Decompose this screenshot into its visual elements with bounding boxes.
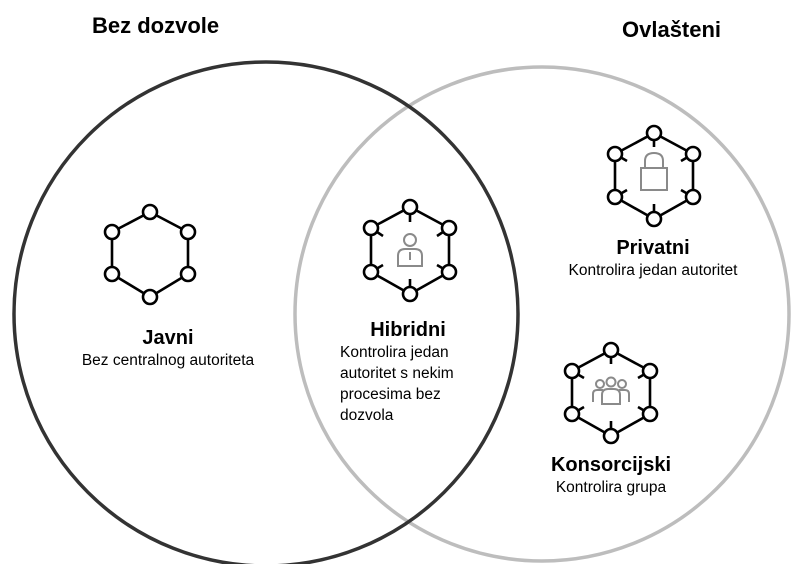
network-hexagon-icon: [103, 203, 197, 306]
hybrid-group: Hibridni Kontrolira jedan autoritet s ne…: [333, 318, 483, 426]
network-hexagon-lock-icon: [606, 124, 702, 228]
hybrid-description-line: autoritet s nekim: [340, 365, 454, 382]
private-group: Privatni Kontrolira jedan autoritet: [534, 236, 772, 281]
network-hexagon-group-icon: [563, 341, 659, 445]
permissioned-circle: [293, 65, 791, 563]
permissioned-heading: Ovlašteni: [622, 17, 722, 42]
public-group: Javni Bez centralnog autoriteta: [50, 326, 286, 371]
public-title: Javni: [142, 327, 194, 349]
permissionless-circle: [12, 60, 520, 564]
hybrid-description-line: Kontrolira jedan: [340, 344, 449, 361]
public-description: Bez centralnog autoriteta: [81, 352, 255, 369]
private-title: Privatni: [616, 237, 690, 259]
group-icon: [592, 376, 630, 405]
private-description: Kontrolira jedan autoritet: [568, 262, 738, 279]
hybrid-description-line: dozvola: [340, 407, 394, 424]
user-icon: [397, 233, 423, 267]
hybrid-title: Hibridni: [370, 319, 446, 341]
network-hexagon-user-icon: [362, 198, 458, 303]
permissionless-heading: Bez dozvole: [92, 13, 220, 38]
hybrid-description: Kontrolira jedan autoritet s nekim proce…: [333, 342, 483, 426]
consortium-description: Kontrolira grupa: [555, 479, 667, 496]
hybrid-description-line: procesima bez: [340, 386, 441, 403]
consortium-group: Konsorcijski Kontrolira grupa: [523, 453, 699, 498]
lock-icon: [640, 151, 668, 191]
consortium-title: Konsorcijski: [550, 454, 672, 476]
